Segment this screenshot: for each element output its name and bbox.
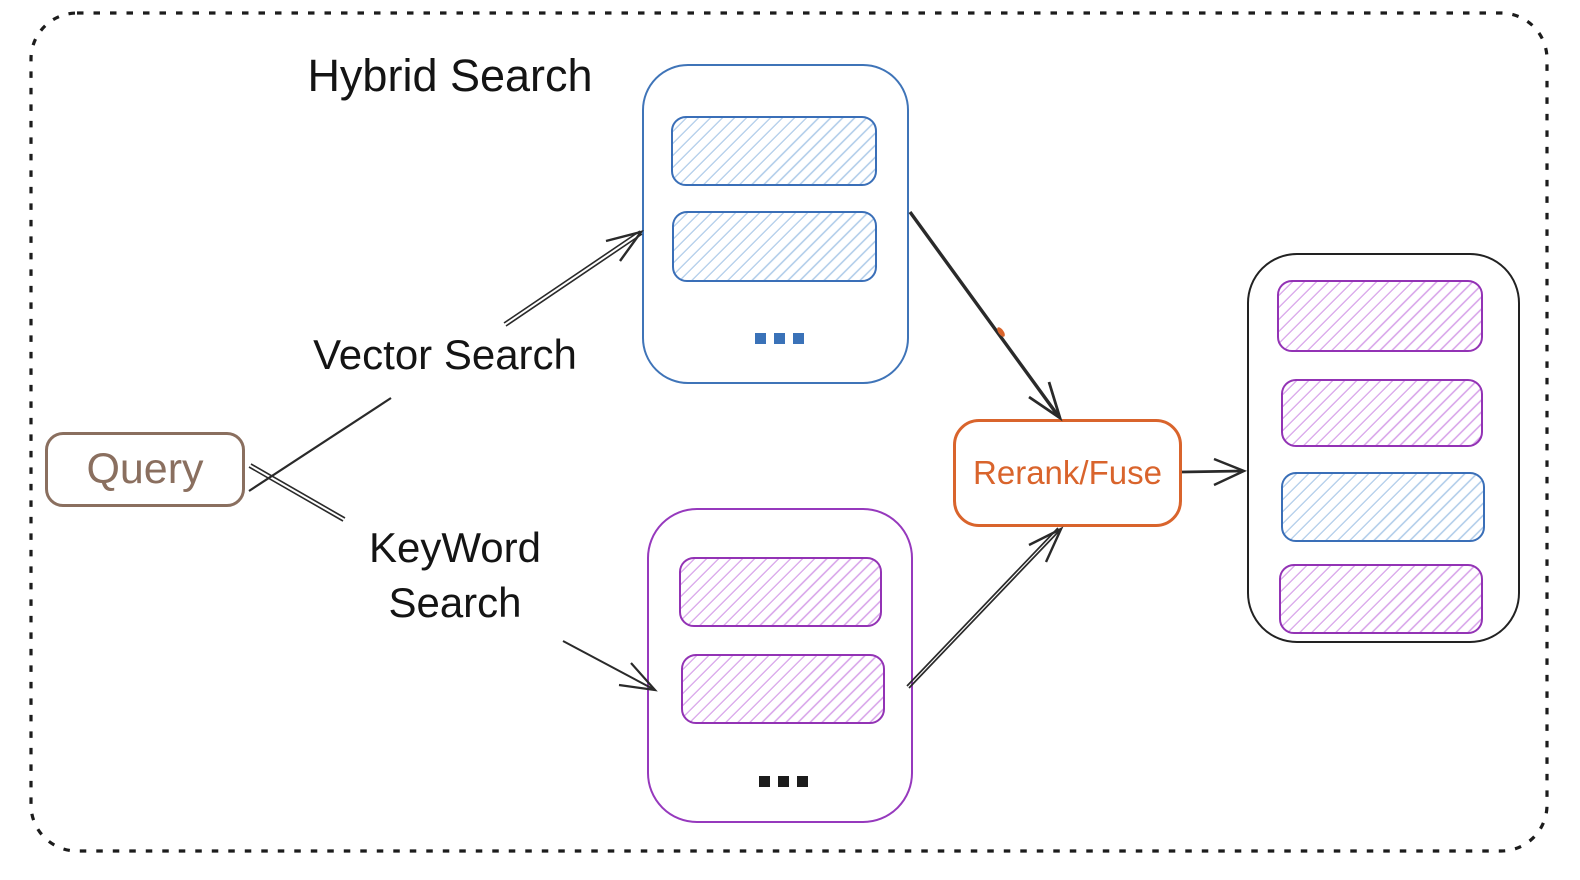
arrow-query-to-vector — [248, 397, 392, 492]
arrow-query-to-keyword — [248, 463, 346, 522]
fused-result-item — [1277, 280, 1483, 352]
dot-icon — [755, 333, 766, 344]
dot-icon — [797, 776, 808, 787]
fused-results-container — [1247, 253, 1520, 643]
arrow-keyword-to-rerank — [906, 526, 1064, 689]
fused-result-item — [1281, 472, 1485, 542]
keyword-result-item — [679, 557, 882, 627]
arrow-vector-to-container — [503, 230, 644, 327]
arrow-keyword-to-container — [562, 640, 658, 692]
fused-result-item — [1279, 564, 1483, 634]
dot-icon — [793, 333, 804, 344]
dot-icon — [774, 333, 785, 344]
keyword-search-label: KeyWord Search — [300, 520, 610, 630]
dot-icon — [778, 776, 789, 787]
diagram-title: Hybrid Search — [307, 50, 593, 101]
vector-search-label: Vector Search — [313, 331, 577, 378]
keyword-search-label-line1: KeyWord — [369, 524, 541, 571]
fused-result-item — [1281, 379, 1483, 447]
ellipsis-dots-icon — [759, 776, 808, 787]
keyword-results-container — [647, 508, 913, 823]
arrow-vector-to-rerank — [908, 211, 1063, 422]
vector-results-container — [642, 64, 909, 384]
vector-result-item — [672, 211, 877, 282]
orange-tick-mark — [997, 327, 1005, 337]
rerank-fuse-label: Rerank/Fuse — [973, 454, 1162, 491]
arrow-rerank-to-results — [1181, 457, 1248, 487]
rerank-fuse-node: Rerank/Fuse — [953, 419, 1182, 527]
ellipsis-dots-icon — [755, 333, 804, 344]
query-node: Query — [45, 432, 245, 507]
keyword-result-item — [681, 654, 885, 724]
keyword-search-label-line2: Search — [388, 579, 522, 626]
dot-icon — [759, 776, 770, 787]
query-label: Query — [86, 445, 204, 493]
vector-result-item — [671, 116, 877, 186]
